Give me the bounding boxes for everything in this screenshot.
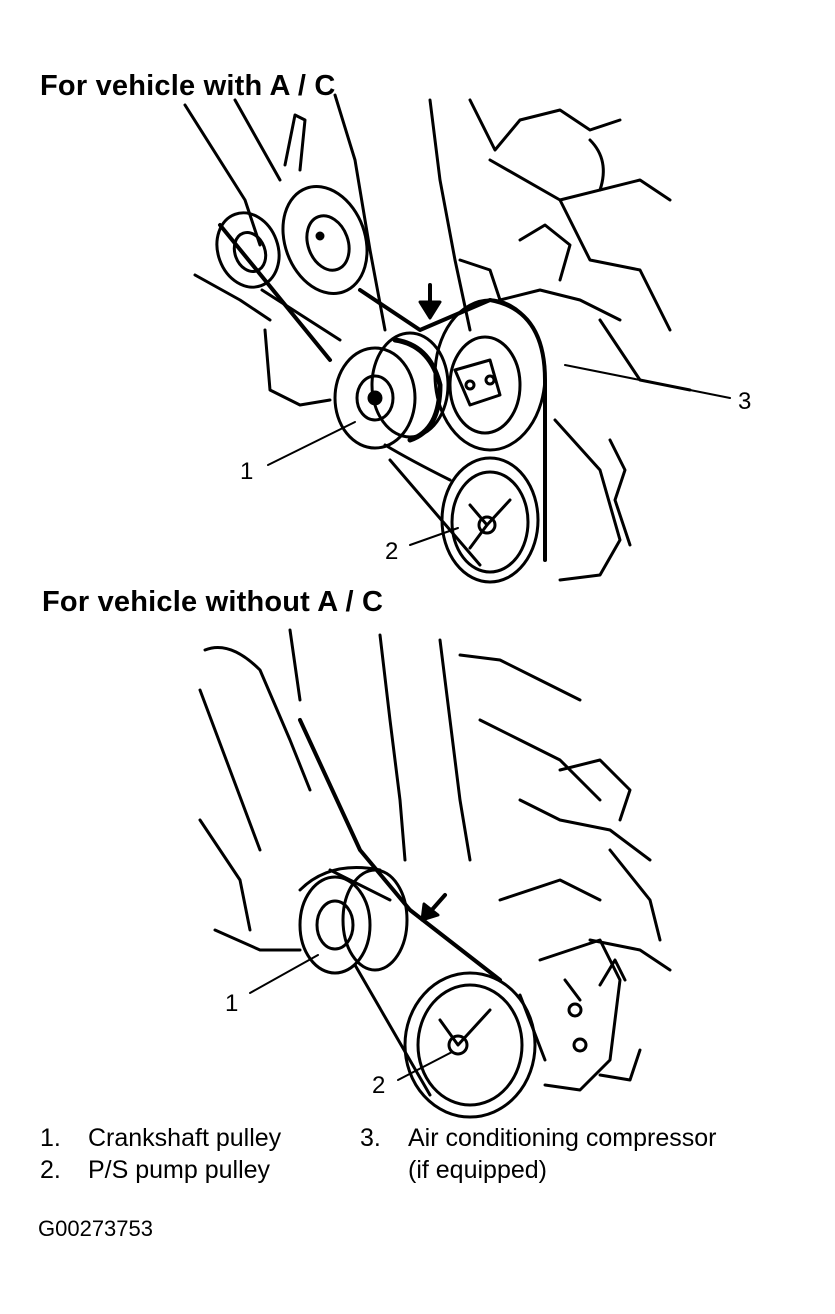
figure-id: G00273753 — [38, 1216, 153, 1241]
legend-number: 2. — [40, 1156, 61, 1184]
callout-2-diagram-2: 2 — [372, 1072, 386, 1099]
diagram-2-heading: For vehicle without A / C — [42, 586, 384, 618]
legend-number: 1. — [40, 1124, 61, 1152]
diagram-1-heading: For vehicle with A / C — [40, 70, 336, 102]
legend-label: P/S pump pulley — [88, 1156, 271, 1184]
legend-item-3: 3. Air conditioning compressor — [360, 1124, 716, 1153]
callout-1-diagram-1: 1 — [240, 458, 254, 485]
diagram-1-drawing — [185, 95, 730, 582]
legend-item-2: 2. P/S pump pulley — [40, 1156, 270, 1185]
legend-item-1: 1. Crankshaft pulley — [40, 1124, 281, 1153]
legend-label: Air conditioning compressor — [408, 1124, 717, 1152]
callout-1-diagram-2: 1 — [225, 990, 239, 1017]
callout-3-diagram-1: 3 — [738, 388, 752, 415]
legend-label: Crankshaft pulley — [88, 1124, 282, 1152]
diagram-2-drawing — [200, 630, 670, 1117]
callout-2-diagram-1: 2 — [385, 538, 399, 565]
legend-item-3-continued: (if equipped) — [408, 1156, 547, 1184]
legend-number: 3. — [360, 1124, 381, 1152]
